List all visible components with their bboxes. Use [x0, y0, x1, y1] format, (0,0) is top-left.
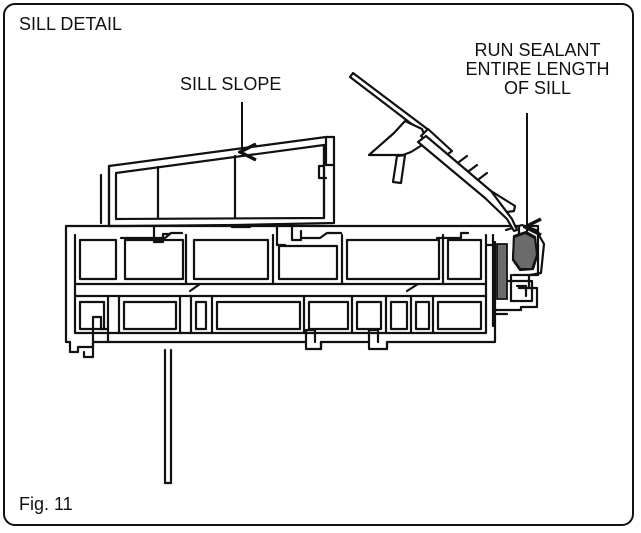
- sloped-sill-cap: [99, 135, 336, 247]
- sealant-instruction-line-1: RUN SEALANT: [474, 40, 601, 60]
- figure-number: Fig. 11: [19, 494, 73, 515]
- diagram-frame: SILL DETAIL SILL SLOPE RUN SEALANT ENTIR…: [3, 3, 634, 526]
- caulk-gun-icon: [348, 71, 519, 233]
- diagram-title: SILL DETAIL: [19, 14, 123, 34]
- sealant-instruction-line-3: OF SILL: [503, 77, 572, 98]
- arrow-down-icon: [242, 102, 527, 227]
- sealant-instruction-line-2: ENTIRE LENGTH: [465, 58, 610, 79]
- sealant-bead: [496, 231, 539, 300]
- sill-detail-diagram: [64, 71, 546, 485]
- sealant-instruction: RUN SEALANT ENTIRE LENGTH OF SILL: [460, 41, 615, 98]
- sill-fin: [163, 348, 173, 485]
- sill-slope-label: SILL SLOPE: [180, 74, 282, 94]
- extrusion-chambers: [78, 233, 531, 331]
